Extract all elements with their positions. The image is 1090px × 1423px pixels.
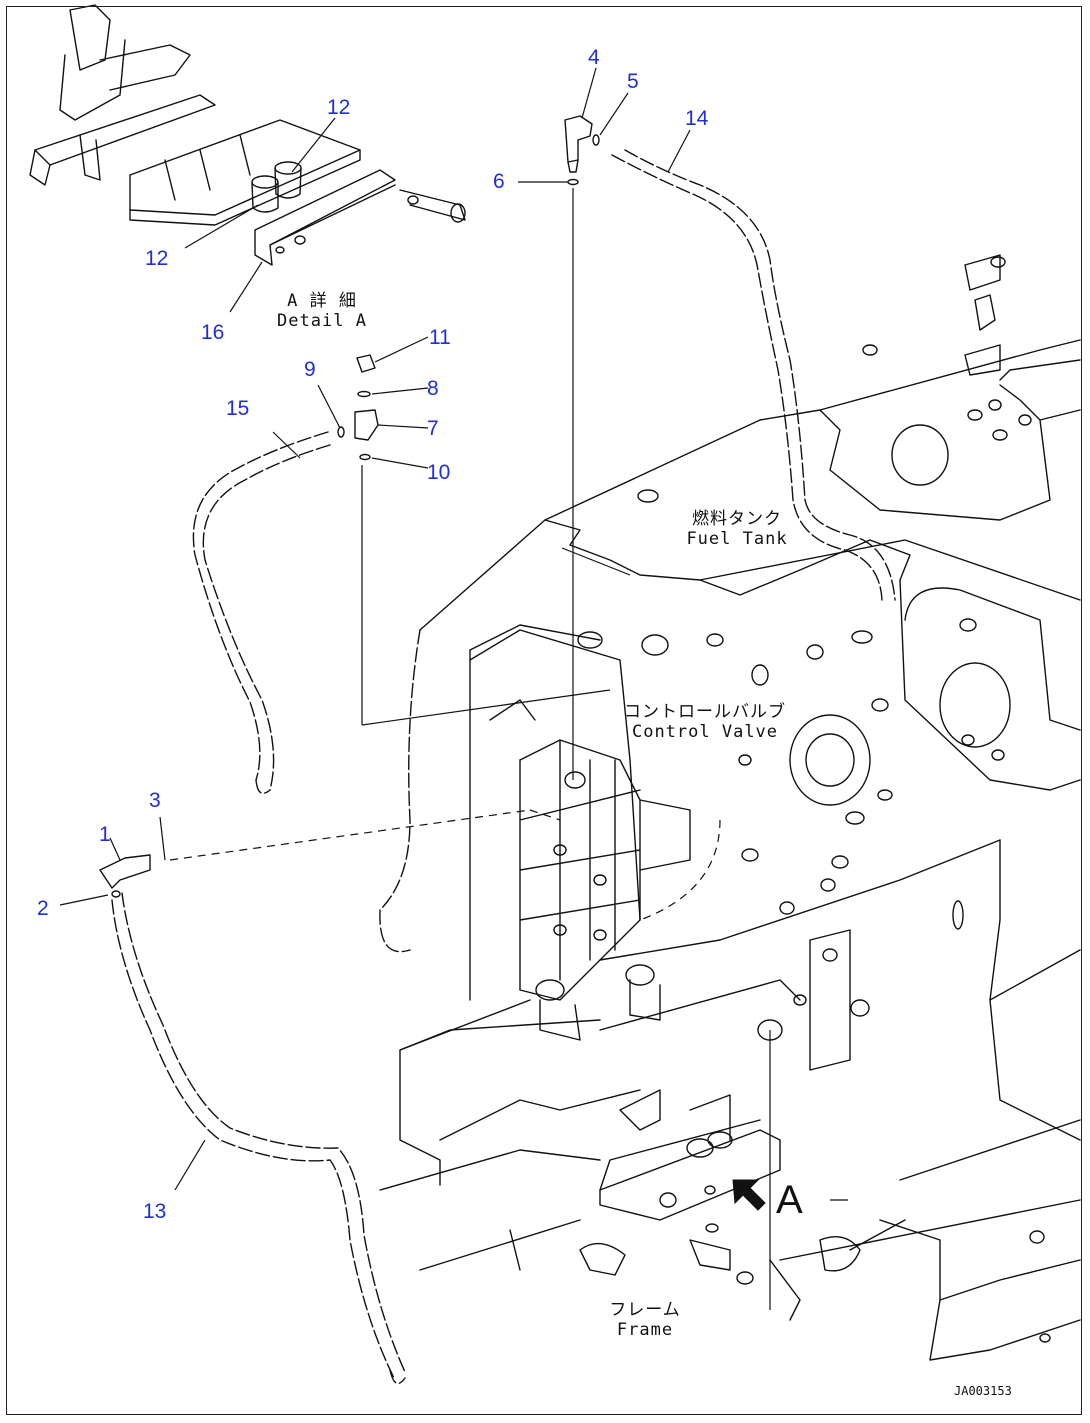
- frame-label-jp: フレーム: [609, 1300, 681, 1320]
- callout-3[interactable]: 3: [149, 789, 161, 812]
- fuel-tank-label-en: Fuel Tank: [686, 528, 788, 549]
- control-valve-label: コントロールバルブ Control Valve: [610, 702, 800, 742]
- control-valve-label-en: Control Valve: [631, 721, 779, 742]
- callout-14[interactable]: 14: [685, 107, 709, 130]
- callout-2[interactable]: 2: [37, 897, 49, 920]
- connector-1: [99, 854, 151, 889]
- detail-a-label-en: Detail A: [277, 310, 367, 331]
- control-valve-body: [469, 629, 691, 1041]
- callout-11[interactable]: 11: [429, 326, 451, 349]
- oring-8: [357, 390, 371, 398]
- detail-a-label-jp: A 詳 細: [287, 291, 357, 311]
- tank-fittings: [577, 254, 1032, 1071]
- elbow-7: [354, 409, 379, 441]
- callout-5[interactable]: 5: [627, 70, 639, 93]
- hose-left-loop: [379, 629, 421, 953]
- view-a-arrow-icon: [732, 1179, 766, 1211]
- callout-10[interactable]: 10: [427, 461, 451, 484]
- callout-8[interactable]: 8: [427, 377, 439, 400]
- view-a-letter: A: [776, 1178, 803, 1222]
- oring-5: [592, 134, 600, 146]
- frame-label-en: Frame: [616, 1319, 674, 1340]
- callout-4[interactable]: 4: [588, 46, 600, 69]
- callout-9[interactable]: 9: [304, 358, 316, 381]
- detail-a-label: A 詳 細 Detail A: [272, 291, 372, 331]
- leader-lines: [59, 67, 771, 1310]
- oring-10: [359, 453, 371, 461]
- callout-12-lower[interactable]: 12: [145, 247, 169, 270]
- dashed-connections: [169, 809, 721, 921]
- detail-a-assembly: [29, 4, 466, 266]
- callout-1[interactable]: 1: [99, 823, 111, 846]
- callout-13[interactable]: 13: [143, 1200, 167, 1223]
- hose-15: [192, 431, 331, 794]
- plug-11: [356, 354, 376, 373]
- control-valve-label-jp: コントロールバルブ: [624, 702, 786, 722]
- callout-7[interactable]: 7: [427, 417, 439, 440]
- drawing-code: JA003153: [954, 1384, 1012, 1398]
- elbow-4: [564, 115, 593, 173]
- hose-14: [611, 149, 896, 601]
- fuel-tank-label: 燃料タンク Fuel Tank: [672, 509, 802, 549]
- callout-6[interactable]: 6: [493, 170, 505, 193]
- hose-13: [111, 892, 406, 1385]
- oring-6: [567, 178, 579, 186]
- frame-label: フレーム Frame: [590, 1300, 700, 1340]
- frame-block: [509, 1089, 1051, 1343]
- callout-15[interactable]: 15: [226, 397, 250, 420]
- oring-9: [337, 426, 345, 438]
- oring-2: [111, 890, 121, 898]
- callout-16[interactable]: 16: [201, 321, 225, 344]
- fuel-tank-label-jp: 燃料タンク: [692, 509, 782, 529]
- fuel-tank-outline: [379, 339, 1081, 1361]
- callout-12-upper[interactable]: 12: [327, 96, 351, 119]
